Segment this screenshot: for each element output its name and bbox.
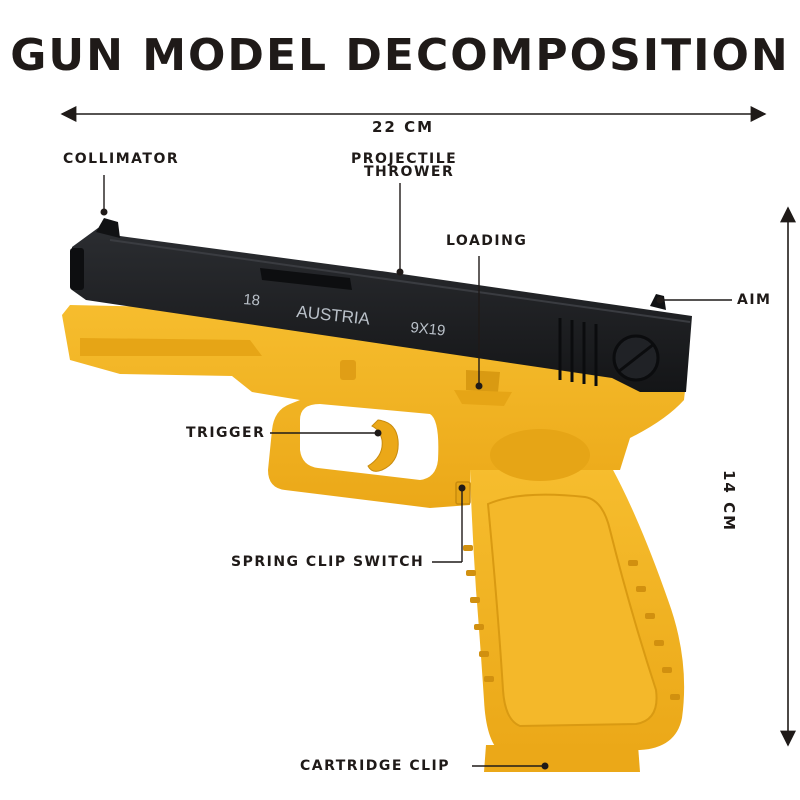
frame-rail: [80, 338, 262, 356]
height-dimension-label: 14 CM: [720, 470, 738, 533]
width-dimension-label: 22 CM: [372, 118, 435, 136]
label-projectile-thrower-line1: PROJECTILE: [351, 151, 458, 167]
label-trigger: TRIGGER: [186, 425, 266, 441]
label-collimator: COLLIMATOR: [63, 151, 180, 167]
label-spring-clip-switch: SPRING CLIP SWITCH: [231, 554, 425, 570]
slide-lever: [340, 360, 356, 380]
loading-lever: [466, 370, 500, 392]
label-aim: AIM: [737, 292, 772, 308]
slide-marking-18: 18: [243, 291, 261, 309]
label-cartridge-clip: CARTRIDGE CLIP: [300, 758, 451, 774]
leader-dots: [100, 208, 664, 770]
cartridge-clip-base: [484, 745, 640, 772]
ejection-port: [260, 268, 352, 290]
grip-serrations: [463, 545, 680, 700]
grip-panel: [486, 493, 658, 728]
leader-lines: [103, 175, 732, 767]
slide-marking-9x19: 9X19: [410, 319, 447, 340]
label-loading: LOADING: [446, 233, 528, 249]
trigger-guard-opening: [300, 404, 439, 480]
label-projectile-thrower-line2: THROWER: [364, 164, 455, 180]
thumb-recess: [490, 429, 590, 481]
slide-serrations: [558, 318, 598, 386]
slide-rear-plate: [70, 248, 84, 290]
diagram-title: GUN MODEL DECOMPOSITION: [10, 30, 790, 81]
slide: [72, 228, 692, 392]
trigger: [367, 419, 399, 472]
rear-sight: [96, 218, 120, 238]
